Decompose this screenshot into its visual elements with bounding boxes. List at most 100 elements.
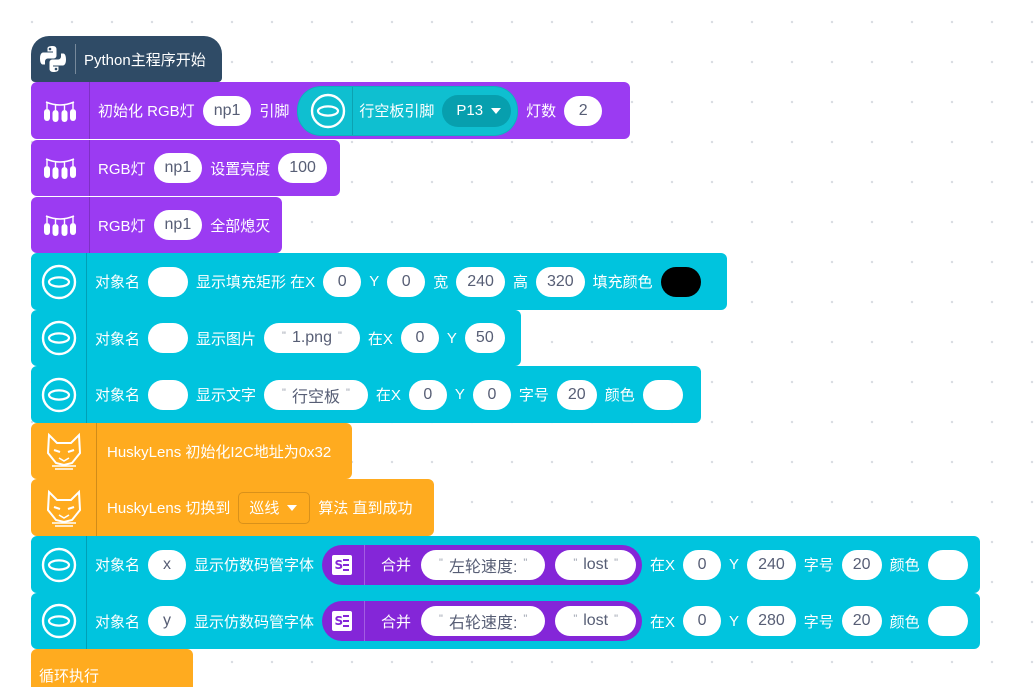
block-label: RGB灯 [98, 160, 146, 178]
unihiker-icon [31, 253, 87, 310]
pin-block-label: 行空板引脚 [359, 103, 435, 120]
font-size-field[interactable]: 20 [556, 379, 597, 410]
rgb-name-field[interactable]: np1 [202, 95, 252, 126]
x-field[interactable]: 0 [408, 379, 447, 410]
object-label: 对象名 [95, 613, 141, 631]
brightness-field[interactable]: 100 [278, 153, 327, 183]
y-field[interactable]: 240 [747, 549, 796, 580]
rgb-off-block[interactable]: RGB灯 np1 全部熄灭 [31, 197, 282, 253]
quote-icon: " [282, 386, 286, 399]
join-part1-field[interactable]: "左轮速度:" [421, 549, 546, 580]
object-label: 对象名 [95, 330, 141, 348]
rgb-name-field[interactable]: np1 [153, 210, 203, 240]
husky-switch-block[interactable]: HuskyLens 切换到 巡线 算法 直到成功 [31, 479, 434, 536]
color-label: 颜色 [604, 387, 635, 404]
loop-block[interactable]: 循环执行 [31, 649, 193, 687]
x-field[interactable]: 0 [683, 549, 722, 580]
action-label: 显示文字 [196, 387, 257, 404]
husky-init-block[interactable]: HuskyLens 初始化I2C地址为0x32 [31, 423, 352, 479]
join-part2-field[interactable]: "lost" [555, 606, 637, 636]
object-name-field[interactable] [148, 379, 189, 410]
color-field[interactable] [927, 606, 968, 636]
fill-color-label: 填充颜色 [592, 274, 653, 291]
color-field[interactable] [927, 549, 968, 580]
y-label: Y [446, 329, 457, 347]
object-name-field[interactable]: x [148, 549, 187, 580]
show-image-block[interactable]: 对象名 显示图片 "1.png" 在X 0 Y 50 [31, 310, 521, 366]
count-label: 灯数 [526, 103, 557, 120]
font-size-label: 字号 [803, 613, 834, 631]
pin-value: P13 [456, 102, 484, 119]
rgb-name-field[interactable]: np1 [153, 153, 203, 183]
join-part1-value: 左轮速度: [448, 558, 518, 576]
quote-icon: " [523, 613, 528, 625]
image-file-field[interactable]: "1.png" [264, 323, 360, 353]
quote-icon: " [345, 386, 350, 399]
color-field[interactable] [642, 379, 683, 410]
block-label: RGB灯 [98, 217, 146, 235]
huskylens-icon [31, 479, 97, 536]
rgb-brightness-block[interactable]: RGB灯 np1 设置亮度 100 [31, 140, 340, 196]
fill-color-swatch[interactable] [660, 266, 701, 297]
width-field[interactable]: 240 [456, 266, 505, 297]
x-field[interactable]: 0 [400, 323, 439, 353]
text-join-icon: S [330, 601, 366, 641]
block-label: 循环执行 [39, 668, 100, 685]
quote-icon: " [439, 613, 443, 625]
unihiker-icon [31, 593, 87, 649]
object-name-field[interactable] [148, 266, 189, 297]
join-part1-field[interactable]: "右轮速度:" [421, 606, 546, 636]
y-field[interactable]: 280 [747, 606, 796, 636]
action-label: 全部熄灭 [210, 217, 271, 235]
fill-rect-block[interactable]: 对象名 显示填充矩形 在X 0 Y 0 宽 240 高 320 填充颜色 [31, 253, 727, 310]
digit-text-y-block[interactable]: 对象名 y 显示仿数码管字体 S 合并 "右轮速度:" "lost" 在X 0 … [31, 593, 980, 649]
y-label: Y [729, 556, 740, 573]
unihiker-icon [31, 536, 87, 593]
action-label: 显示仿数码管字体 [194, 557, 315, 574]
python-start-block[interactable]: Python主程序开始 [31, 36, 222, 82]
font-size-field[interactable]: 20 [841, 606, 882, 636]
quote-icon: " [614, 613, 619, 625]
x-label: 在X [650, 557, 676, 574]
x-label: 在X [367, 330, 393, 348]
object-label: 对象名 [95, 557, 141, 574]
block-label: HuskyLens 初始化I2C地址为0x32 [107, 443, 332, 461]
pin-dropdown[interactable]: P13 [442, 94, 512, 127]
quote-icon: " [337, 330, 342, 342]
svg-text:S: S [335, 558, 344, 572]
y-field[interactable]: 50 [464, 323, 505, 353]
text-join-icon: S [330, 544, 366, 585]
show-text-block[interactable]: 对象名 显示文字 "行空板" 在X 0 Y 0 字号 20 颜色 [31, 366, 701, 423]
height-field[interactable]: 320 [535, 266, 585, 297]
text-join-block[interactable]: S 合并 "右轮速度:" "lost" [322, 601, 643, 641]
action-label: 显示填充矩形 在X [196, 274, 316, 291]
y-label: Y [369, 273, 380, 290]
x-field[interactable]: 0 [683, 606, 722, 636]
digit-text-x-block[interactable]: 对象名 x 显示仿数码管字体 S 合并 "左轮速度:" "lost" 在X 0 … [31, 536, 980, 593]
x-label: 在X [375, 387, 401, 404]
text-join-block[interactable]: S 合并 "左轮速度:" "lost" [322, 544, 643, 585]
algorithm-value: 巡线 [249, 500, 280, 517]
python-icon [31, 36, 75, 82]
y-field[interactable]: 0 [387, 266, 426, 297]
algorithm-dropdown[interactable]: 巡线 [238, 491, 311, 524]
object-name-field[interactable] [148, 323, 189, 353]
x-label: 在X [650, 613, 676, 631]
text-field[interactable]: " 行空板 " [264, 379, 368, 410]
object-name-field[interactable]: y [148, 606, 187, 636]
object-label: 对象名 [95, 274, 141, 291]
font-size-field[interactable]: 20 [841, 549, 882, 580]
join-part2-field[interactable]: "lost" [555, 549, 637, 580]
led-count-field[interactable]: 2 [564, 95, 603, 126]
block-label: HuskyLens 切换到 [107, 500, 231, 517]
unihiker-icon [31, 310, 87, 366]
board-pin-block[interactable]: 行空板引脚 P13 [297, 85, 519, 136]
quote-icon: " [523, 556, 528, 569]
rgb-init-block[interactable]: 初始化 RGB灯 np1 引脚 行空板引脚 P13 灯数 2 [31, 82, 630, 139]
quote-icon: " [573, 613, 578, 625]
led-strip-icon [31, 197, 90, 253]
text-value: 行空板 [291, 388, 340, 406]
block-label: Python主程序开始 [84, 51, 206, 69]
x-field[interactable]: 0 [323, 266, 362, 297]
y-field[interactable]: 0 [472, 379, 511, 410]
